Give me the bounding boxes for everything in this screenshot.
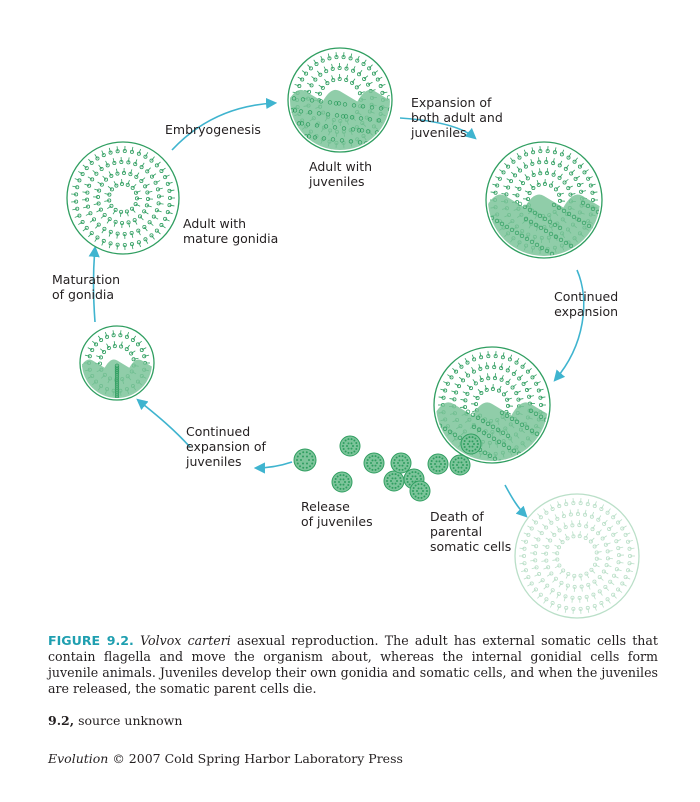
arrow-expansion [399, 117, 477, 140]
released-juvenile [460, 433, 482, 455]
arrow-continued-expansion [553, 269, 585, 382]
label-adult-with-mature-gonidia: Adult with mature gonidia [183, 216, 279, 246]
label-adult-with-juveniles: Adult with juveniles [309, 159, 373, 189]
colony-small-juvenile [79, 325, 155, 401]
released-juvenile [293, 448, 317, 472]
colonies [66, 47, 640, 619]
arrow-release [253, 461, 293, 474]
released-juvenile [339, 435, 361, 457]
colony-expanded-adult [485, 141, 603, 259]
colony-releasing-parent [433, 346, 551, 464]
label-continued-expansion-of-juveniles: Continued expansion of juveniles [186, 424, 266, 469]
released-juvenile [390, 452, 412, 474]
species-name: Volvox carteri [140, 633, 231, 648]
label-expansion-of-adult-and-juveniles: Expansion of both adult and juveniles [411, 95, 503, 140]
caption-text: asexual reproduction. The adult has exte… [48, 633, 658, 696]
label-release-of-juveniles: Release of juveniles [301, 499, 373, 529]
label-continued-expansion: Continued expansion [554, 289, 619, 319]
source-label: 9.2, [48, 713, 75, 728]
released-juvenile [427, 453, 449, 475]
cycle-arrows [88, 97, 585, 518]
source-text: source unknown [74, 713, 183, 728]
arrow-embryogenesis [171, 97, 278, 151]
arrow-juvenile-expansion [136, 398, 191, 448]
figure-label: FIGURE 9.2. [48, 633, 134, 648]
label-embryogenesis: Embryogenesis [165, 122, 261, 137]
credit-text: © 2007 Cold Spring Harbor Laboratory Pre… [108, 751, 403, 766]
figure-caption: FIGURE 9.2. Volvox carteri asexual repro… [48, 633, 658, 697]
label-death-of-parental-somatic-cells: Death of parental somatic cells [430, 509, 512, 554]
released-juvenile [449, 454, 471, 476]
colony-dead-parent [514, 493, 640, 619]
source-line: 9.2, source unknown [48, 713, 182, 728]
colony-adult-with-juveniles [287, 47, 393, 153]
released-juvenile [409, 480, 431, 502]
label-maturation-of-gonidia: Maturation of gonidia [52, 272, 121, 302]
credit-line: Evolution © 2007 Cold Spring Harbor Labo… [48, 751, 403, 766]
colony-adult-mature-gonidia [66, 141, 180, 255]
released-juvenile [363, 452, 385, 474]
released-juvenile [331, 471, 353, 493]
released-juvenile [383, 470, 405, 492]
arrow-death [504, 484, 528, 518]
credit-title: Evolution [48, 751, 109, 766]
arrow-maturation [88, 245, 100, 323]
